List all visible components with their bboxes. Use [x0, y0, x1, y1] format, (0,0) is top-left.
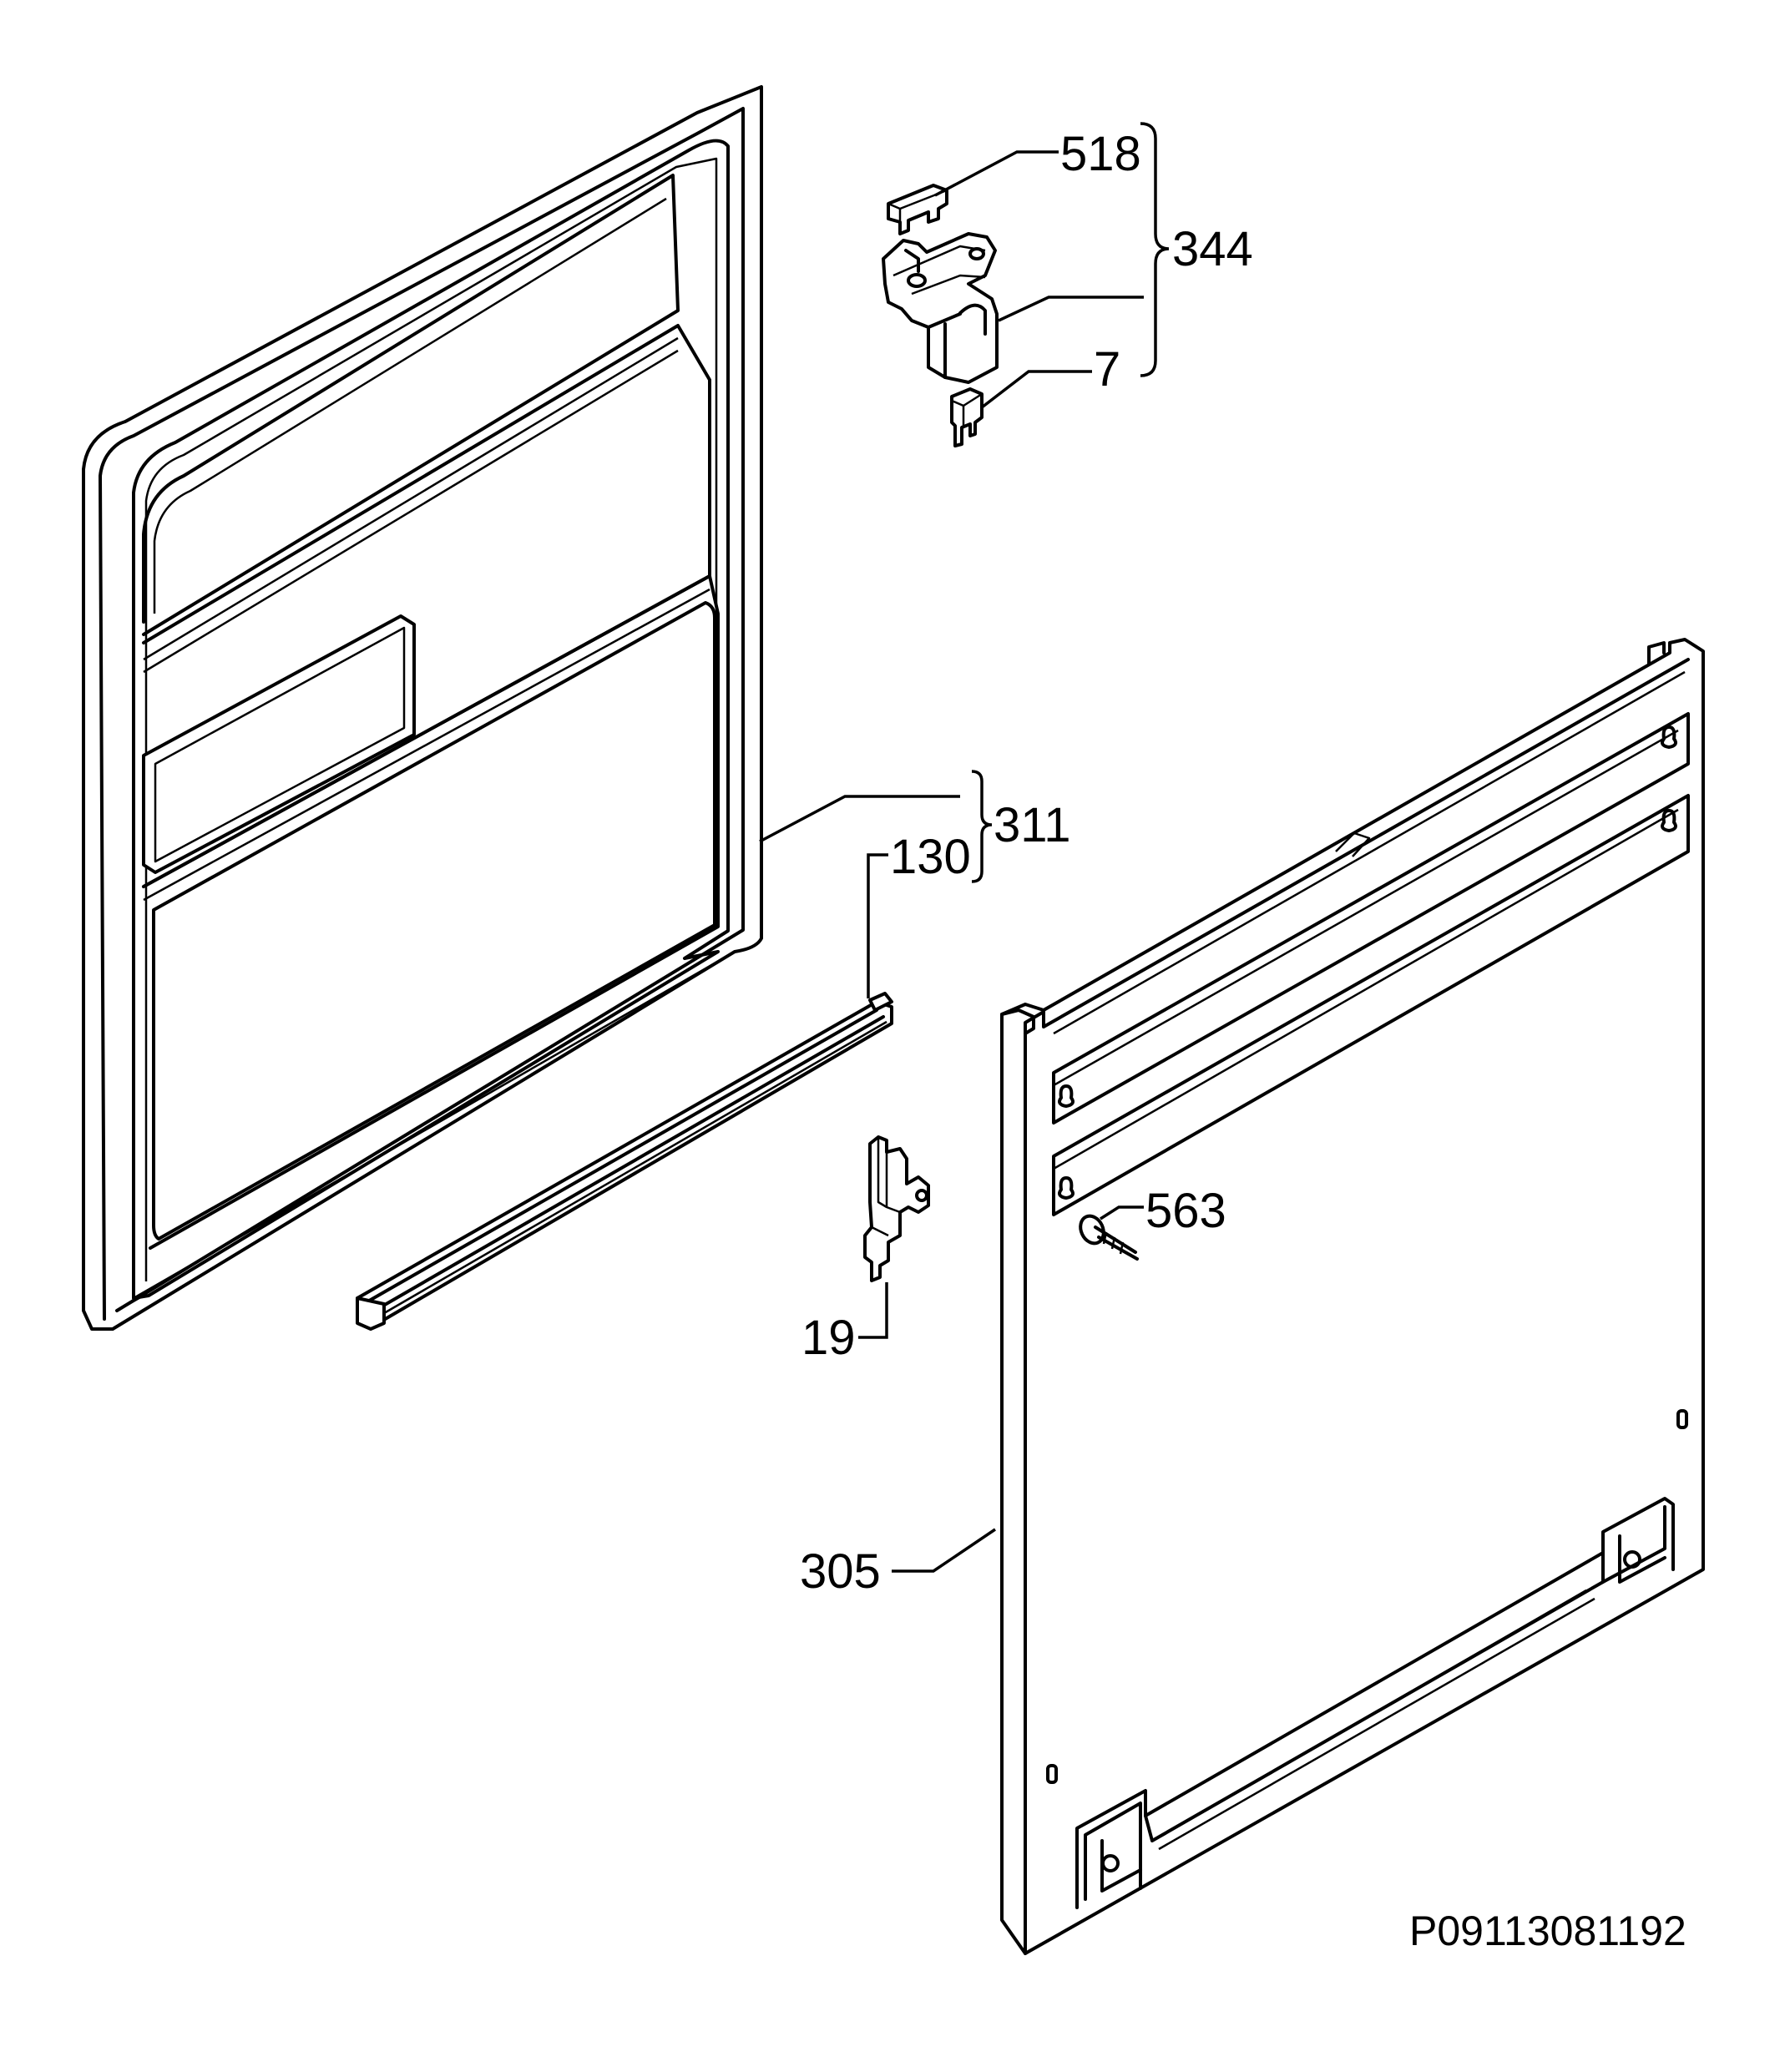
door-seal-strip	[356, 992, 893, 1331]
label-130: 130	[890, 830, 971, 884]
label-344: 344	[1172, 222, 1253, 276]
label-7: 7	[1094, 342, 1120, 397]
label-311: 311	[994, 798, 1070, 852]
label-19: 19	[801, 1311, 856, 1365]
leader-lines	[759, 122, 1170, 1573]
door-lock-assembly	[882, 184, 999, 447]
inner-door-panel	[82, 85, 763, 1331]
drawing-code: P09113081192	[1409, 1908, 1686, 1954]
label-563: 563	[1145, 1184, 1226, 1238]
hinge-bracket	[863, 1135, 930, 1282]
label-518: 518	[1060, 127, 1141, 181]
outer-door-panel	[1000, 638, 1705, 1955]
label-305: 305	[800, 1544, 881, 1599]
screw	[1079, 1214, 1139, 1261]
